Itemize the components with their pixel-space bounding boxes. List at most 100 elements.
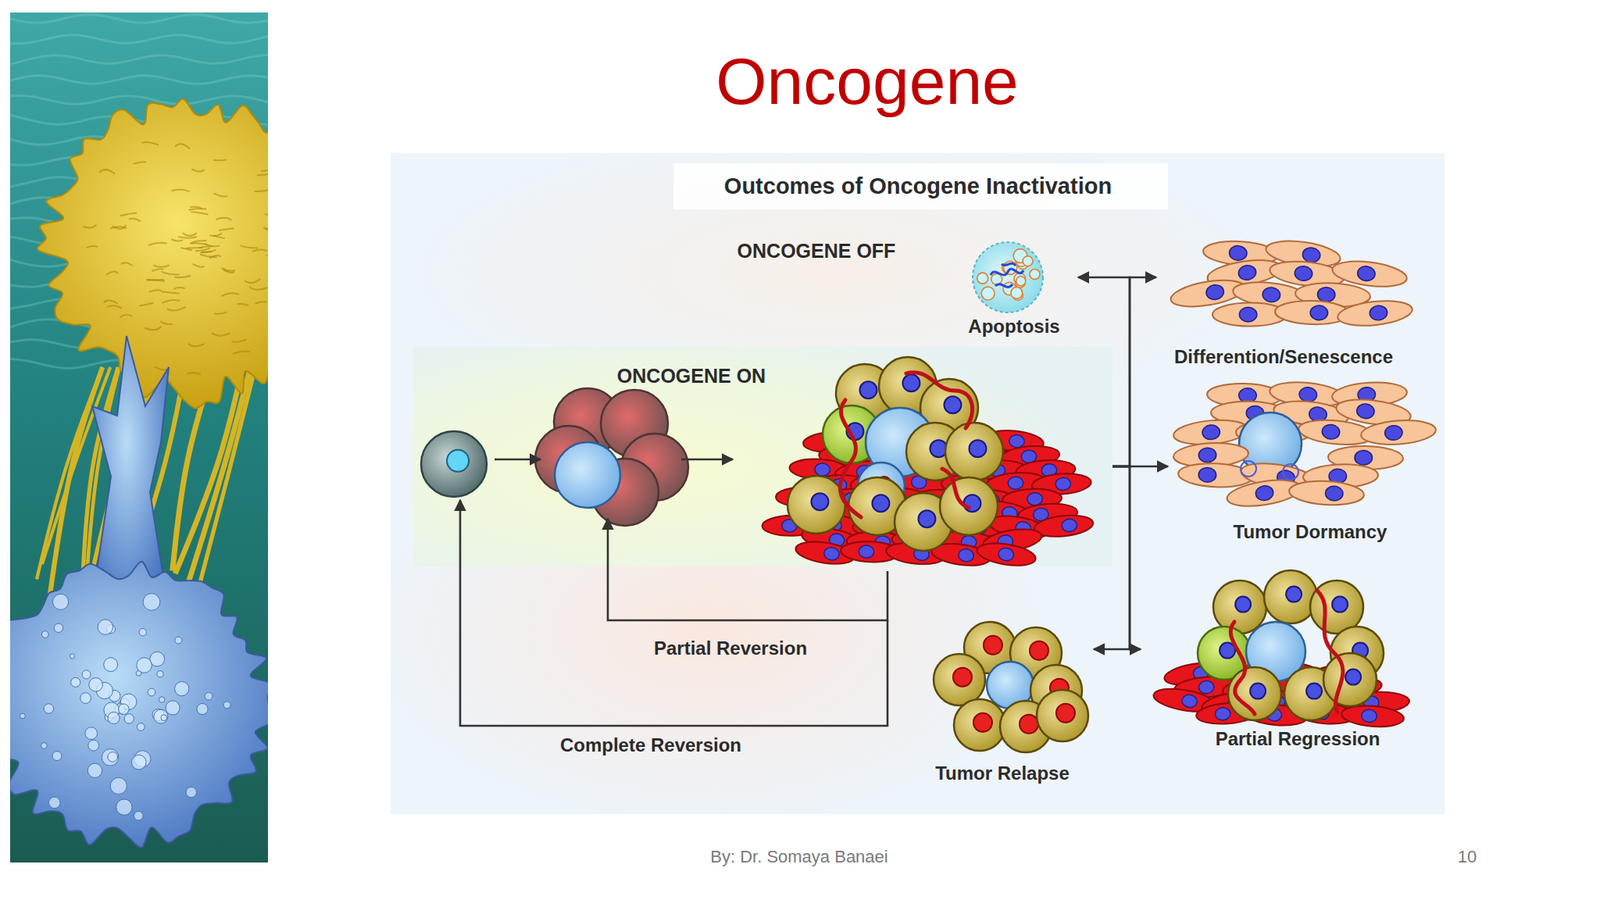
- cell-texture: [185, 786, 197, 797]
- cell-texture: [232, 351, 250, 354]
- cell-texture: [154, 366, 169, 370]
- cell-texture: [133, 161, 147, 165]
- photo-texture: [10, 14, 268, 24]
- cell-texture: [171, 239, 183, 241]
- cell-texture: [96, 682, 113, 699]
- cell-texture: [252, 250, 268, 252]
- cell-texture: [221, 267, 236, 272]
- photo-texture: [10, 297, 268, 309]
- cell-texture: [218, 228, 234, 231]
- cell-texture: [131, 754, 147, 770]
- cell-texture: [128, 218, 141, 222]
- cell-filament: [36, 367, 103, 579]
- cell-texture: [146, 278, 165, 282]
- cell-texture: [187, 372, 201, 375]
- cell-filament: [198, 367, 254, 587]
- cell-texture: [40, 742, 47, 750]
- cell-texture: [180, 247, 193, 250]
- cell-texture: [175, 681, 190, 696]
- cell-texture: [264, 211, 268, 215]
- cell-texture: [146, 279, 165, 282]
- cell-texture: [175, 143, 190, 149]
- cell-texture: [124, 714, 134, 724]
- cell-texture: [87, 763, 102, 778]
- cell-filament: [175, 367, 243, 574]
- cell-texture: [189, 207, 202, 210]
- cell-texture: [119, 698, 130, 709]
- cell-texture: [133, 810, 143, 821]
- cell-texture: [192, 264, 204, 268]
- cell-texture: [69, 653, 75, 659]
- cell-texture: [114, 703, 125, 715]
- cell-texture: [150, 651, 165, 667]
- state-label: ONCOGENE OFF: [691, 239, 942, 263]
- cell-texture: [237, 303, 250, 306]
- panel-title: Outcomes of Oncogene Inactivation: [644, 172, 1192, 200]
- cell-texture: [188, 343, 204, 347]
- cell-texture: [144, 326, 161, 331]
- cell-filament: [132, 367, 186, 571]
- cell-texture: [263, 227, 268, 231]
- cell-texture: [103, 657, 118, 672]
- cell-texture: [20, 713, 26, 719]
- cell-texture: [209, 232, 222, 236]
- cell-texture: [260, 168, 268, 172]
- cell-texture: [99, 169, 115, 174]
- photo-texture: [10, 278, 268, 288]
- cell-texture: [209, 255, 222, 258]
- cell-texture: [232, 339, 247, 342]
- photo-texture: [10, 197, 268, 207]
- cell-texture: [71, 677, 81, 687]
- cell-texture: [89, 678, 104, 693]
- oncogene-on-band: ONCOGENE ON: [413, 346, 1113, 567]
- cell-texture: [52, 593, 68, 610]
- outcome-label: Differention/Senescence: [1119, 346, 1448, 369]
- cell-texture: [195, 248, 211, 252]
- relapse-outcome: Tumor Relapse: [921, 617, 1094, 793]
- diagram-panel: ONCOGENE ONApoptosisDifferention/Senesce…: [390, 153, 1445, 815]
- cell-texture: [199, 246, 213, 248]
- cell-texture: [255, 301, 268, 304]
- photo-texture: [10, 217, 268, 227]
- cell-texture: [161, 291, 180, 293]
- cell-texture: [249, 286, 268, 290]
- cell-texture: [85, 727, 98, 740]
- cell-texture: [200, 253, 218, 258]
- cell-texture: [254, 189, 268, 192]
- cell-texture: [200, 251, 212, 253]
- cell-texture: [149, 289, 162, 293]
- cell-texture: [104, 713, 113, 722]
- cell-filament: [180, 367, 250, 608]
- photo-texture: [10, 136, 268, 146]
- cell-texture: [221, 292, 240, 297]
- cell-texture: [136, 657, 153, 674]
- stage-label: ONCOGENE ON: [574, 364, 809, 388]
- cell-texture: [107, 305, 122, 309]
- cell-texture: [135, 671, 142, 677]
- cell-texture: [53, 623, 63, 633]
- cell-texture: [153, 709, 168, 724]
- cell-texture: [175, 636, 183, 644]
- cell-texture: [142, 593, 161, 611]
- cell-texture: [214, 159, 227, 161]
- cell-texture: [167, 307, 186, 311]
- cell-texture: [112, 225, 126, 229]
- cell-texture: [161, 300, 180, 304]
- cell-texture: [158, 696, 165, 703]
- cell-texture: [189, 208, 208, 211]
- page-number: 10: [1435, 846, 1499, 868]
- cell-texture: [97, 619, 113, 635]
- cell-texture: [139, 628, 147, 636]
- cell-texture: [257, 173, 268, 175]
- cell-texture: [157, 671, 164, 678]
- outcome-label: Tumor Dormancy: [1177, 521, 1443, 544]
- cell-filament: [172, 367, 214, 572]
- blue-cell: [10, 561, 268, 848]
- cell-texture: [191, 168, 204, 172]
- cell-texture: [48, 796, 61, 809]
- cell-texture: [116, 799, 133, 815]
- photo-texture: [10, 339, 268, 349]
- photo-texture: [10, 53, 268, 65]
- cell-texture: [88, 739, 100, 751]
